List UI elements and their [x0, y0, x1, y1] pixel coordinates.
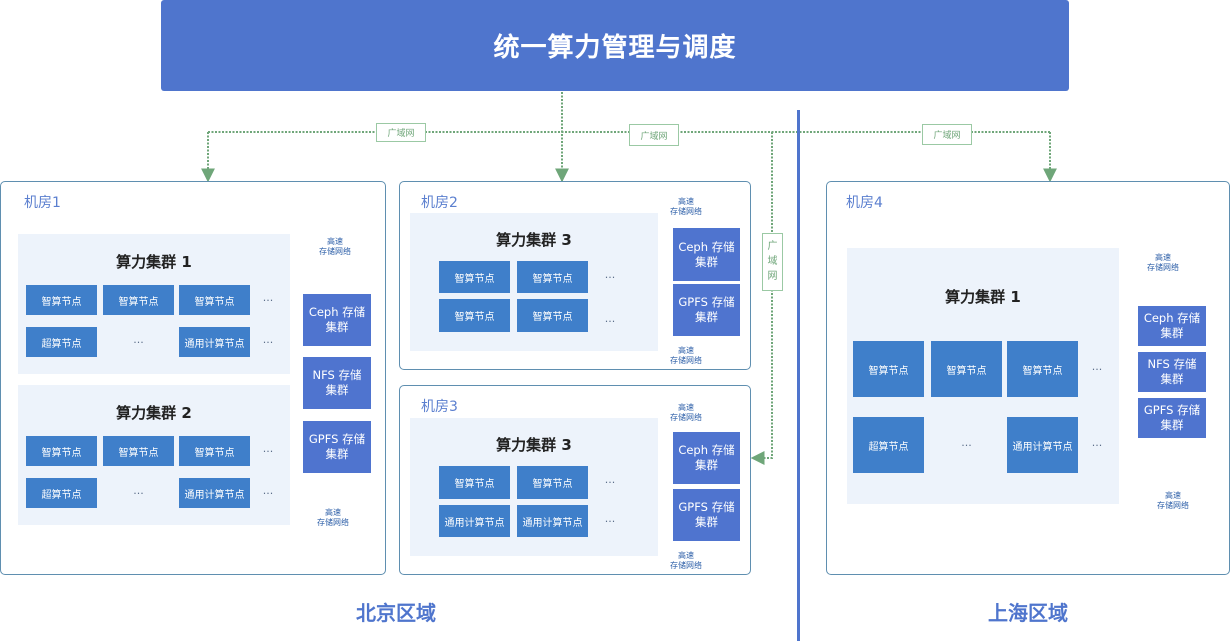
room-1-c1-ellipsis-2: ···	[133, 335, 144, 349]
wan-label-1: 广域网	[376, 123, 426, 142]
room-4-ellipsis-2: ···	[961, 438, 972, 452]
room-1-c1-ellipsis-3: ···	[262, 335, 274, 349]
room-4-nfs-storage: NFS 存储 集群	[1138, 352, 1206, 392]
room-4-label: 机房4	[846, 195, 883, 211]
room-3-ellipsis-1: ···	[604, 476, 616, 489]
room-4-ellipsis-1: ···	[1091, 362, 1103, 376]
room-3-ellipsis-2: ···	[604, 514, 616, 528]
room-2-ellipsis-2: ···	[604, 315, 616, 328]
room-3-label: 机房3	[421, 399, 458, 415]
room-4-gpfs-storage: GPFS 存储 集群	[1138, 398, 1206, 438]
room-4-hs-network-top: 高速 存储网络	[1147, 253, 1179, 272]
wan-label-3: 广域网	[922, 124, 972, 145]
room-3-node-2: 智算节点	[517, 466, 588, 499]
room-2-node-2: 智算节点	[517, 261, 588, 293]
region-divider	[797, 110, 800, 641]
room-2-cluster-title: 算力集群 3	[496, 231, 572, 249]
wan-label-vertical: 广 域 网	[762, 233, 783, 291]
room-3-hs-network-top: 高速 存储网络	[670, 403, 702, 422]
room-1-gpfs-storage: GPFS 存储 集群	[303, 421, 371, 473]
room-1-ceph-storage: Ceph 存储 集群	[303, 294, 371, 346]
room-3-gpfs-storage: GPFS 存储 集群	[673, 489, 740, 541]
room-1-label: 机房1	[24, 195, 61, 211]
region-beijing: 北京区域	[356, 601, 436, 625]
room-4-node-1: 智算节点	[853, 341, 924, 397]
room-4-node-5: 通用计算节点	[1007, 417, 1078, 473]
room-2-node-4: 智算节点	[517, 299, 588, 332]
room-3-ceph-storage: Ceph 存储 集群	[673, 432, 740, 484]
room-4-ellipsis-3: ···	[1091, 438, 1103, 452]
room-3-node-4: 通用计算节点	[517, 505, 588, 537]
room-1-c2-ellipsis-1: ···	[262, 444, 274, 458]
room-4-hs-network-bottom: 高速 存储网络	[1157, 491, 1189, 510]
room-2-node-3: 智算节点	[439, 299, 510, 332]
room-1-hs-network-top: 高速 存储网络	[319, 237, 351, 256]
room-1-cluster-2-title: 算力集群 2	[116, 404, 192, 422]
room-2-gpfs-storage: GPFS 存储 集群	[673, 284, 740, 336]
region-shanghai: 上海区域	[988, 601, 1068, 625]
room-3-hs-network-bottom: 高速 存储网络	[670, 551, 702, 570]
room-1-c1-node-1: 智算节点	[26, 285, 97, 315]
unified-scheduling-header: 统一算力管理与调度	[161, 0, 1069, 91]
room-2-label: 机房2	[421, 195, 458, 211]
room-3-node-3: 通用计算节点	[439, 505, 510, 537]
room-1-c2-node-1: 智算节点	[26, 436, 97, 466]
room-1-c2-ellipsis-3: ···	[262, 486, 274, 500]
header-title: 统一算力管理与调度	[493, 33, 737, 63]
room-3-node-1: 智算节点	[439, 466, 510, 499]
room-1-c2-ellipsis-2: ···	[133, 486, 144, 500]
wan-label-2: 广域网	[629, 124, 679, 146]
room-4-node-3: 智算节点	[1007, 341, 1078, 397]
room-1-c2-node-2: 智算节点	[103, 436, 174, 466]
room-4-node-2: 智算节点	[931, 341, 1002, 397]
room-3-cluster-title: 算力集群 3	[496, 436, 572, 454]
room-1-c2-node-4: 超算节点	[26, 478, 97, 508]
room-2-hs-network-top: 高速 存储网络	[670, 197, 702, 216]
room-2-node-1: 智算节点	[439, 261, 510, 293]
room-1-c2-node-3: 智算节点	[179, 436, 250, 466]
room-1-cluster-1-title: 算力集群 1	[116, 253, 192, 271]
room-2-hs-network-bottom: 高速 存储网络	[670, 346, 702, 365]
room-1-c1-ellipsis-1: ···	[262, 293, 274, 307]
room-1-c1-node-3: 智算节点	[179, 285, 250, 315]
room-1-hs-network-bottom: 高速 存储网络	[317, 508, 349, 527]
room-2-ceph-storage: Ceph 存储 集群	[673, 228, 740, 281]
room-1-nfs-storage: NFS 存储 集群	[303, 357, 371, 409]
room-1-c1-node-5: 通用计算节点	[179, 327, 250, 357]
room-1-c1-node-4: 超算节点	[26, 327, 97, 357]
room-4-cluster-title: 算力集群 1	[945, 288, 1021, 306]
room-4-node-4: 超算节点	[853, 417, 924, 473]
room-2-ellipsis-1: ···	[604, 270, 616, 284]
room-1-c1-node-2: 智算节点	[103, 285, 174, 315]
room-4-ceph-storage: Ceph 存储 集群	[1138, 306, 1206, 346]
room-1-c2-node-5: 通用计算节点	[179, 478, 250, 508]
